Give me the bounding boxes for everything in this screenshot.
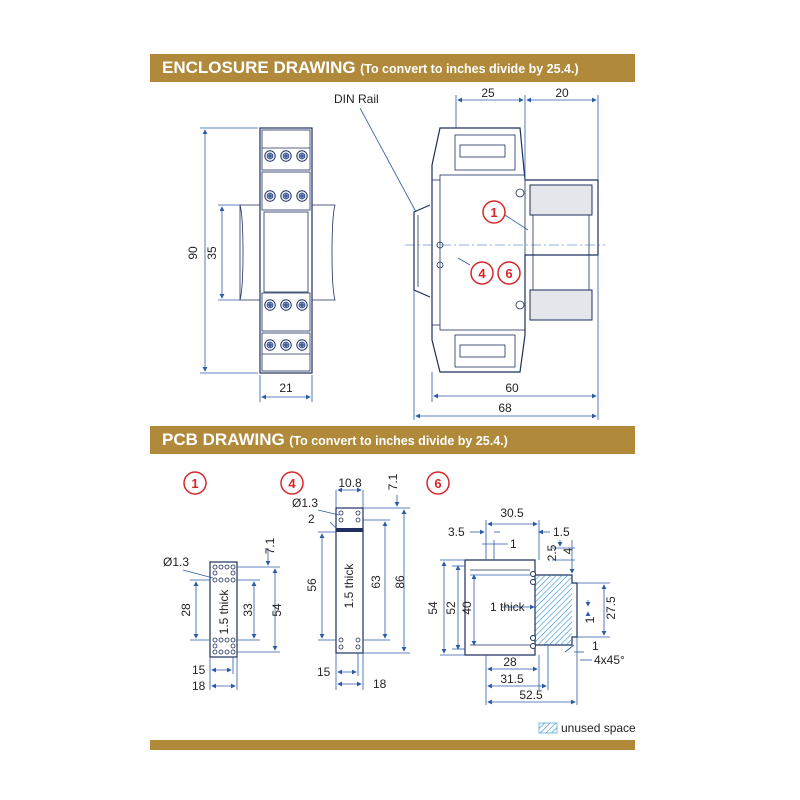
fig4-hole: Ø1.3 [292, 496, 318, 510]
dim-35: 35 [205, 246, 219, 260]
fig4-dim-56: 56 [305, 578, 319, 592]
fig1-dim-7-1: 7.1 [263, 537, 277, 554]
unused-space-label: unused space [561, 721, 636, 735]
dim-21: 21 [279, 381, 293, 395]
fig4-dim-15: 15 [317, 665, 331, 679]
callout-6-enclosure: 6 [497, 261, 521, 285]
fig4-dim-10-8: 10.8 [338, 476, 362, 490]
fig6-dim-30-5: 30.5 [500, 506, 524, 520]
enclosure-drawing-banner: ENCLOSURE DRAWING (To convert to inches … [150, 54, 635, 82]
fig4-dim-86: 86 [393, 575, 407, 589]
callout-1-enclosure: 1 [482, 200, 506, 224]
enclosure-side-dims [413, 95, 599, 420]
svg-text:4: 4 [478, 266, 486, 281]
svg-text:1: 1 [490, 205, 497, 220]
fig6-dim-27-5: 27.5 [604, 596, 618, 620]
dim-25: 25 [481, 86, 495, 100]
fig4-dim-18: 18 [373, 677, 387, 691]
fig1-dim-54: 54 [270, 603, 284, 617]
svg-text:4: 4 [288, 476, 296, 491]
fig6-dim-52-5: 52.5 [519, 688, 543, 702]
dim-68: 68 [498, 401, 512, 415]
fig1-dim-33: 33 [241, 603, 255, 617]
fig1-dim-28: 28 [179, 603, 193, 617]
footer-bar [150, 740, 635, 750]
pcb-figure-4: 4 [280, 471, 410, 690]
enclosure-title: ENCLOSURE DRAWING [162, 58, 356, 77]
fig4-dim-7-1: 7.1 [386, 473, 400, 490]
fig6-chamfer: 4x45° [594, 653, 625, 667]
enclosure-front-dims [200, 127, 313, 402]
svg-text:1: 1 [191, 476, 198, 491]
svg-text:6: 6 [505, 266, 512, 281]
hatch-swatch-icon [538, 722, 558, 734]
dim-90: 90 [186, 246, 200, 260]
enclosure-note: (To convert to inches divide by 25.4.) [360, 62, 579, 76]
fig6-dim-1-bottom: 1 [592, 639, 599, 653]
dim-20: 20 [555, 86, 569, 100]
fig6-dim-54: 54 [426, 601, 440, 615]
fig1-hole: Ø1.3 [163, 555, 189, 569]
pcb-figure-1: 1 [182, 471, 280, 690]
pcb-figure-6: 6 [426, 471, 610, 705]
callout-4-enclosure: 4 [470, 261, 494, 285]
fig4-dim-63: 63 [369, 575, 383, 589]
enclosure-front-view [239, 127, 336, 374]
unused-space-legend: unused space [538, 721, 636, 735]
fig6-dim-1-5: 1.5 [553, 525, 570, 539]
fig4-thick: 1.5 thick [342, 563, 356, 609]
fig6-dim-1-top: 1 [510, 537, 517, 551]
fig6-dim-4: 4 [561, 547, 575, 554]
din-rail-label: DIN Rail [334, 92, 379, 106]
enclosure-side-view [359, 107, 605, 373]
fig6-dim-31-5: 31.5 [500, 672, 524, 686]
pcb-note: (To convert to inches divide by 25.4.) [289, 434, 508, 448]
fig6-dim-52: 52 [444, 601, 458, 615]
svg-text:6: 6 [434, 476, 441, 491]
pcb-drawing-banner: PCB DRAWING (To convert to inches divide… [150, 426, 635, 454]
fig1-thick: 1.5 thick [217, 589, 231, 635]
fig6-dim-40: 40 [460, 601, 474, 615]
fig6-dim-1-right: 1 [583, 616, 597, 623]
fig1-dim-18: 18 [192, 679, 206, 693]
fig6-dim-3-5: 3.5 [448, 525, 465, 539]
fig1-dim-15: 15 [192, 663, 206, 677]
fig6-dim-2-5: 2.5 [545, 544, 559, 561]
pcb-title: PCB DRAWING [162, 430, 285, 449]
dim-60: 60 [505, 381, 519, 395]
fig6-dim-28: 28 [503, 655, 517, 669]
fig4-dim-2: 2 [308, 512, 315, 526]
fig6-thick: 1 thick [490, 600, 526, 614]
